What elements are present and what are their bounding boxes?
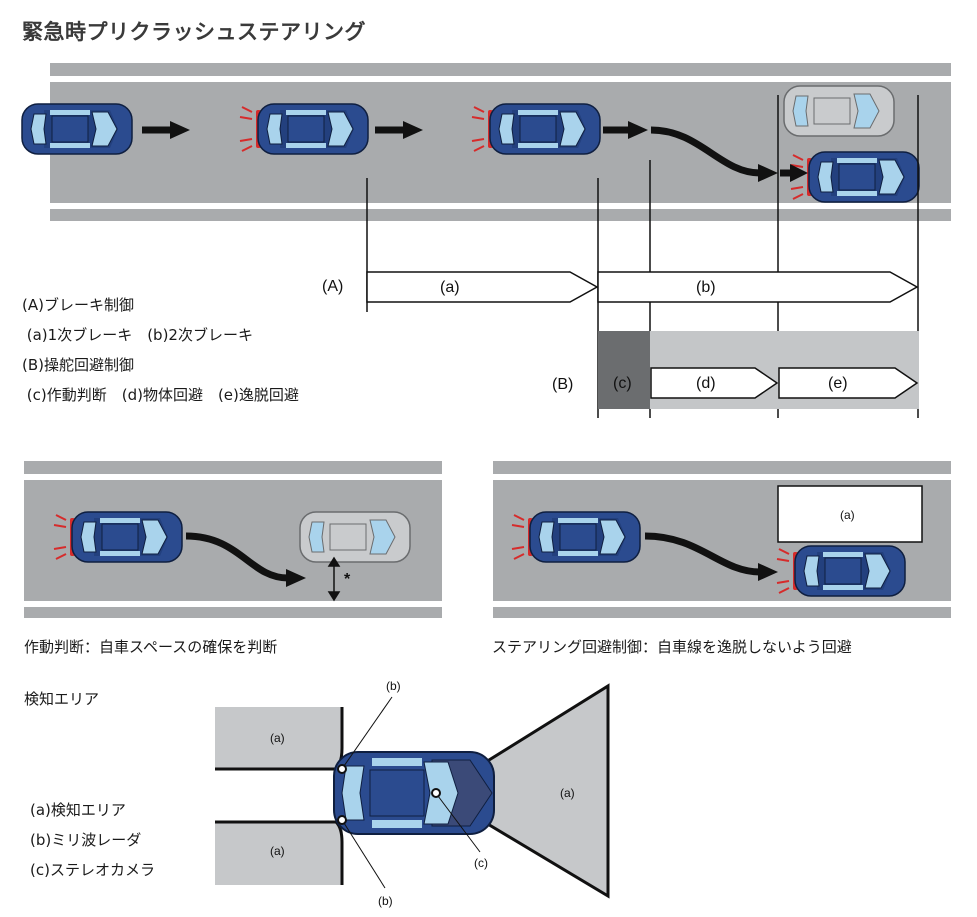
- legend-line-2: (a)1次ブレーキ (b)2次ブレーキ: [22, 326, 253, 344]
- legend-line-1: (A)ブレーキ制御: [22, 296, 134, 314]
- phase-a-label: (a): [440, 279, 460, 296]
- area-label-front: (a): [560, 786, 575, 800]
- front-detection-area: [433, 683, 610, 899]
- left-panel-steer-arrow: [185, 532, 306, 587]
- detection-heading: 検知エリア: [24, 690, 100, 708]
- sensor-points: [337, 764, 441, 825]
- radar-label-bottom: (b): [378, 894, 393, 908]
- right-panel-steer-arrow: [644, 532, 778, 581]
- detection-legend: (a)検知エリア (b)ミリ波レーダ (c)ステレオカメラ: [30, 795, 155, 885]
- phase-d-label: (d): [696, 375, 716, 392]
- phase-b-arrow: [597, 271, 919, 303]
- rear-detection-area-bottom: [215, 822, 343, 885]
- ego-car-3: [471, 103, 601, 155]
- rear-detection-area-top: [215, 707, 343, 769]
- legend-top: (A)ブレーキ制御 (a)1次ブレーキ (b)2次ブレーキ (B)操舵回避制御 …: [22, 290, 299, 410]
- right-panel-ego-car-start: [511, 511, 641, 563]
- phase-d-arrow: [650, 367, 779, 399]
- phase-a-arrow: [366, 271, 599, 303]
- clearance-indicator: [327, 556, 341, 602]
- timeline-row-a-label: (A): [322, 278, 343, 295]
- right-panel-ego-car-end: [776, 545, 906, 597]
- phase-b-label: (b): [696, 279, 716, 296]
- detection-legend-1: (a)検知エリア: [30, 801, 126, 819]
- page-title: 緊急時プリクラッシュステアリング: [22, 20, 366, 44]
- legend-line-4: (c)作動判断 (d)物体回避 (e)逸脱回避: [22, 386, 299, 404]
- phase-c-label: (c): [613, 375, 632, 392]
- left-panel-ego-car: [53, 511, 183, 563]
- detection-legend-3: (c)ステレオカメラ: [30, 861, 155, 879]
- clearance-asterisk: *: [344, 571, 351, 588]
- phase-e-label: (e): [828, 375, 848, 392]
- left-panel-obstacle-car: [299, 511, 411, 563]
- callout-lines: [343, 696, 481, 889]
- grey-car-obstacle: [783, 85, 895, 137]
- right-panel-caption: ステアリング回避制御：自車線を逸脱しないよう回避: [492, 638, 852, 656]
- motion-arrows: [142, 121, 808, 182]
- area-label-bottom-left: (a): [270, 844, 285, 858]
- detection-legend-2: (b)ミリ波レーダ: [30, 831, 142, 849]
- right-panel-obstacle-box: [777, 485, 923, 543]
- legend-line-3: (B)操舵回避制御: [22, 356, 134, 374]
- ego-car-2: [239, 103, 369, 155]
- ego-car-4: [790, 151, 920, 203]
- radar-label-top: (b): [386, 679, 401, 693]
- area-label-top-left: (a): [270, 731, 285, 745]
- detection-ego-car: [333, 751, 495, 835]
- right-panel-box-label: (a): [840, 508, 855, 522]
- camera-label: (c): [474, 856, 488, 870]
- phase-e-arrow: [778, 367, 919, 399]
- ego-car-1: [21, 103, 133, 155]
- timeline-row-b-label: (B): [552, 376, 573, 393]
- phase-c-cell: [598, 331, 650, 409]
- left-panel-caption: 作動判断：自車スペースの確保を判断: [24, 638, 278, 656]
